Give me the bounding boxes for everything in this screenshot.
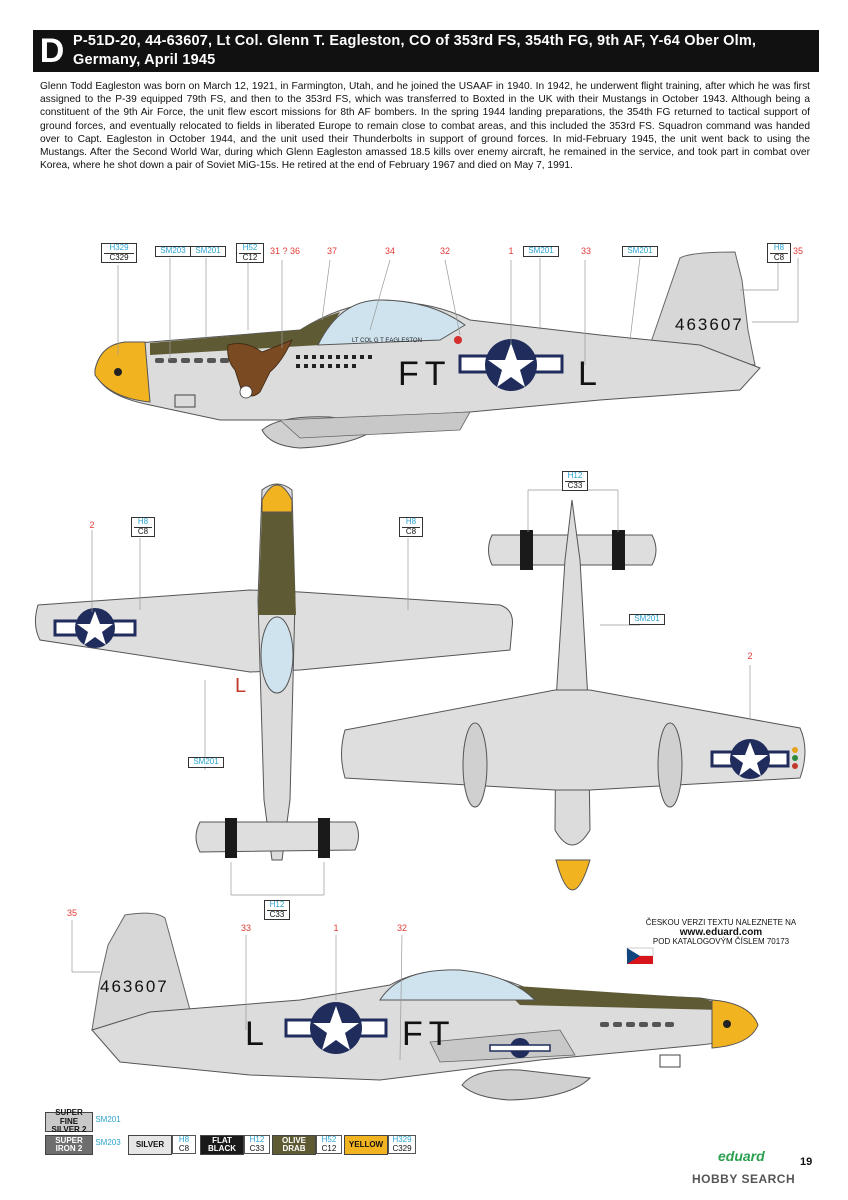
callout-32-bottom: 32 xyxy=(396,923,407,933)
paint-swatch: YELLOW xyxy=(344,1135,388,1155)
callout-h8-right: H8 C8 xyxy=(399,517,423,537)
hobby-search-watermark: HOBBY SEARCH xyxy=(692,1172,796,1186)
serial-bottom: 463607 xyxy=(100,977,169,996)
paint-code-sm: SM203 xyxy=(95,1138,121,1147)
callout-c33-lower-text: C33 xyxy=(565,480,585,491)
callout-h12-upper: H12 C33 xyxy=(264,900,290,920)
paint-code-c: C8 xyxy=(178,1143,190,1153)
callout-35: 35 xyxy=(792,246,803,256)
biography-text: Glenn Todd Eagleston was born on March 1… xyxy=(40,81,810,172)
code-l-bottom: L xyxy=(245,1015,264,1053)
plan-view-upper: L xyxy=(34,483,513,896)
czech-line2: POD KATALOGOVÝM ČÍSLEM 70173 xyxy=(652,937,790,946)
paint-code-h: H12 xyxy=(249,1135,265,1144)
page-number: 19 xyxy=(800,1156,813,1168)
paint-code-h: H8 xyxy=(178,1135,190,1144)
callout-h8-top: H8 C8 xyxy=(767,243,791,263)
code-l-plan: L xyxy=(235,675,246,697)
callout-h8-top-text: H8 xyxy=(773,243,785,252)
callout-c8-top-text: C8 xyxy=(770,252,788,263)
paint-swatch: FLAT BLACK xyxy=(200,1135,244,1155)
profile-header: D P-51D-20, 44-63607, Lt Col. Glenn T. E… xyxy=(33,30,819,72)
paint-swatch: OLIVE DRAB xyxy=(272,1135,316,1155)
callout-h12-lower: H12 C33 xyxy=(562,471,588,491)
code-ft-top: FT xyxy=(398,355,452,393)
side-view-top: LT COL G T EAGLESTON FT L 463607 xyxy=(94,251,799,449)
czech-line1: ČESKOU VERZI TEXTU NALEZNETE NA xyxy=(645,918,797,927)
callout-c8-left-text: C8 xyxy=(134,526,152,537)
pilot-name: LT COL G T EAGLESTON xyxy=(352,338,422,344)
side-view-bottom: 463607 L FT xyxy=(71,912,759,1101)
profile-letter: D xyxy=(39,32,65,70)
czech-flag-icon xyxy=(626,947,654,964)
callout-33-bottom: 33 xyxy=(240,923,251,933)
callout-h12-lower-text: H12 xyxy=(567,471,583,480)
callout-c12-text: C12 xyxy=(239,252,261,263)
callout-sm201-plan-upper: SM201 xyxy=(188,757,224,768)
callout-h8-left: H8 C8 xyxy=(131,517,155,537)
paint-code: SM203 xyxy=(92,1135,124,1151)
callout-c8-right-text: C8 xyxy=(402,526,420,537)
callout-sm201-a: SM201 xyxy=(190,246,226,257)
callout-37: 37 xyxy=(326,246,337,256)
paint-code-h: H52 xyxy=(321,1135,337,1144)
callout-2-upper: 2 xyxy=(89,520,95,530)
callout-2-lower: 2 xyxy=(747,651,753,661)
callout-h329: H329 C329 xyxy=(101,243,137,263)
callout-h52: H52 C12 xyxy=(236,243,264,263)
eduard-url[interactable]: www.eduard.com xyxy=(679,926,763,938)
callout-31-36: 31 ? 36 xyxy=(269,246,301,256)
callout-h8-right-text: H8 xyxy=(405,517,417,526)
paint-code-c: C329 xyxy=(392,1143,412,1153)
code-l-top: L xyxy=(578,355,597,393)
eduard-logo: eduard xyxy=(718,1148,765,1164)
callout-sm201-plan-lower: SM201 xyxy=(629,614,665,625)
callout-33: 33 xyxy=(580,246,591,256)
paint-code: SM201 xyxy=(92,1112,124,1128)
paint-code-h: H329 xyxy=(392,1135,412,1144)
callout-c329-text: C329 xyxy=(104,252,134,263)
paint-swatch: SILVER xyxy=(128,1135,172,1155)
callout-sm201-b: SM201 xyxy=(523,246,559,257)
profile-title: P-51D-20, 44-63607, Lt Col. Glenn T. Eag… xyxy=(73,33,757,68)
paint-code-c: C12 xyxy=(321,1143,337,1153)
callout-h329-text: H329 xyxy=(109,243,129,252)
callout-h8-left-text: H8 xyxy=(137,517,149,526)
czech-version-note: ČESKOU VERZI TEXTU NALEZNETE NA www.edua… xyxy=(626,918,816,947)
callout-1: 1 xyxy=(508,246,514,256)
serial-top: 463607 xyxy=(675,315,744,334)
code-ft-bottom: FT xyxy=(402,1015,456,1053)
callout-35-bottom: 35 xyxy=(66,908,77,918)
callout-h52-text: H52 xyxy=(242,243,258,252)
plan-view-lower xyxy=(341,489,806,891)
paint-code-c: C33 xyxy=(249,1143,265,1153)
callout-sm201-c: SM201 xyxy=(622,246,658,257)
paint-swatch: SUPER FINE SILVER 2 xyxy=(45,1109,93,1134)
callout-h12-upper-text: H12 xyxy=(269,900,285,909)
callout-34: 34 xyxy=(384,246,395,256)
callout-c33-upper-text: C33 xyxy=(267,909,287,920)
paint-swatch: SUPER IRON 2 xyxy=(45,1135,93,1155)
callout-1-bottom: 1 xyxy=(333,923,339,933)
paint-code-sm: SM201 xyxy=(95,1115,121,1124)
callout-32: 32 xyxy=(439,246,450,256)
callout-sm203: SM203 xyxy=(155,246,191,257)
